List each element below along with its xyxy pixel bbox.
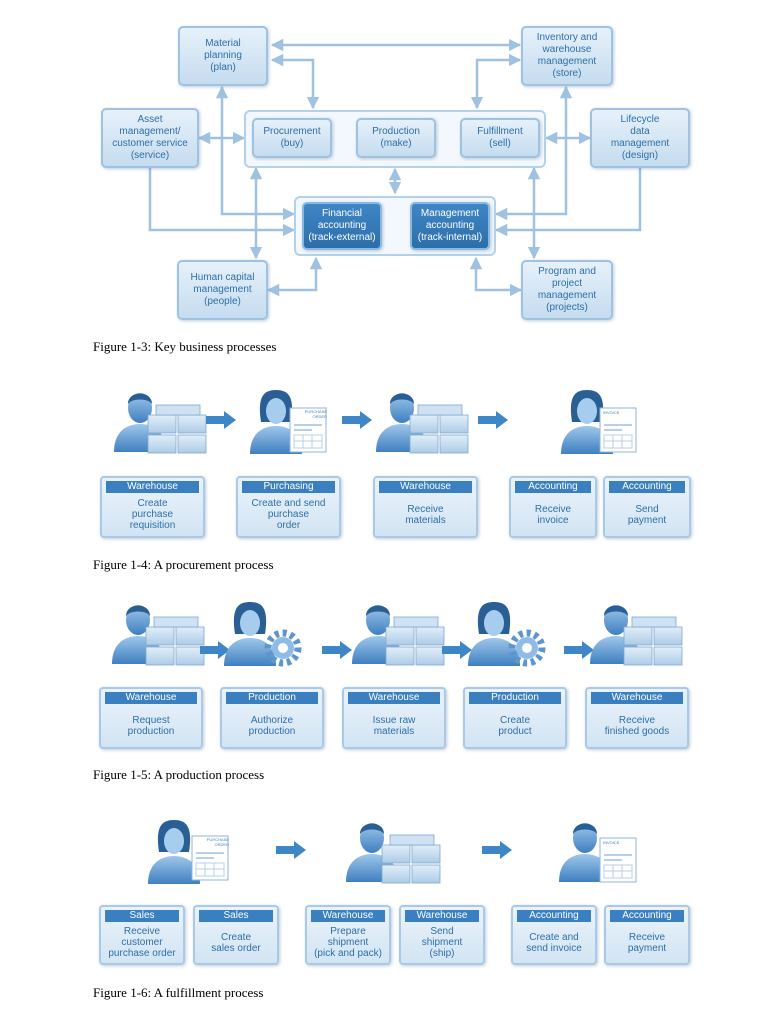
- invoice-doc-label: INVOICE: [603, 840, 620, 845]
- invoice-doc-label: INVOICE: [603, 410, 620, 415]
- process-step-card: Purchasing Create and send purchase orde…: [236, 476, 341, 538]
- step-task: Issue raw materials: [372, 714, 416, 737]
- procurement-box: Procurement (buy): [252, 118, 332, 158]
- fig4-icons: [114, 390, 637, 454]
- step-role: Warehouse: [311, 910, 385, 922]
- flow-arrow-icon: [482, 841, 512, 859]
- program-management-box: Program and project management (projects…: [521, 260, 613, 320]
- flow-arrow-icon: [442, 641, 472, 659]
- process-step-card: Sales Create sales order: [193, 905, 279, 965]
- process-step-card: Accounting Send payment: [603, 476, 691, 538]
- step-role: Production: [226, 692, 318, 704]
- figure-caption: Figure 1-6: A fulfillment process: [93, 985, 264, 1000]
- gear-icon: [512, 633, 542, 663]
- step-task: Create purchase requisition: [129, 498, 176, 531]
- boxes-icon: [381, 834, 441, 884]
- step-role: Warehouse: [591, 692, 683, 704]
- fulfillment-box: Fulfillment (sell): [460, 118, 540, 158]
- step-task: Receive customer purchase order: [108, 926, 176, 959]
- gear-icon: [268, 633, 298, 663]
- boxes-icon: [385, 616, 445, 666]
- process-step-card: Warehouse Send shipment (ship): [399, 905, 485, 965]
- step-role: Production: [469, 692, 561, 704]
- figure-caption: Figure 1-3: Key business processes: [93, 339, 277, 354]
- step-role: Warehouse: [348, 692, 440, 704]
- process-step-card: Accounting Create and send invoice: [511, 905, 597, 965]
- step-role: Sales: [199, 910, 273, 922]
- boxes-icon: [409, 404, 469, 454]
- step-role: Accounting: [515, 481, 591, 493]
- step-role: Accounting: [610, 910, 684, 922]
- production-box: Production (make): [356, 118, 436, 158]
- process-step-card: Production Authorize production: [220, 687, 324, 749]
- process-step-card: Accounting Receive invoice: [509, 476, 597, 538]
- process-step-card: Warehouse Prepare shipment (pick and pac…: [305, 905, 391, 965]
- process-step-card: Warehouse Create purchase requisition: [100, 476, 205, 538]
- fig6-icons: [148, 820, 637, 884]
- step-task: Receive invoice: [534, 503, 572, 526]
- boxes-icon: [147, 404, 207, 454]
- step-role: Warehouse: [405, 910, 479, 922]
- step-task: Create sales order: [211, 931, 261, 954]
- management-accounting-box: Management accounting (track-internal): [410, 202, 490, 250]
- purchase-order-doc-label: PURCHASE ORDER: [304, 409, 327, 419]
- step-task: Send payment: [627, 503, 667, 526]
- process-step-card: Accounting Receive payment: [604, 905, 690, 965]
- flow-arrow-icon: [206, 411, 236, 429]
- step-task: Authorize production: [248, 714, 296, 737]
- step-task: Receive payment: [627, 931, 667, 954]
- lifecycle-data-box: Lifecycle data management (design): [590, 108, 690, 168]
- step-role: Accounting: [609, 481, 685, 493]
- human-capital-box: Human capital management (people): [177, 260, 268, 320]
- process-step-card: Warehouse Receive finished goods: [585, 687, 689, 749]
- flow-arrow-icon: [564, 641, 594, 659]
- step-task: Prepare shipment (pick and pack): [314, 926, 382, 959]
- step-task: Send shipment (ship): [421, 926, 463, 959]
- asset-management-box: Asset management/ customer service (serv…: [101, 108, 199, 168]
- step-role: Warehouse: [379, 481, 472, 493]
- flow-arrow-icon: [322, 641, 352, 659]
- process-step-card: Warehouse Request production: [99, 687, 203, 749]
- financial-accounting-box: Financial accounting (track-external): [302, 202, 382, 250]
- boxes-icon: [145, 616, 205, 666]
- boxes-icon: [623, 616, 683, 666]
- step-task: Create and send purchase order: [251, 498, 326, 531]
- inventory-management-box: Inventory and warehouse management (stor…: [521, 26, 613, 86]
- process-step-card: Sales Receive customer purchase order: [99, 905, 185, 965]
- process-step-card: Warehouse Receive materials: [373, 476, 478, 538]
- figure-caption: Figure 1-4: A procurement process: [93, 557, 274, 572]
- flow-arrow-icon: [478, 411, 508, 429]
- step-task: Request production: [127, 714, 175, 737]
- process-step-card: Production Create product: [463, 687, 567, 749]
- flow-arrow-icon: [342, 411, 372, 429]
- flow-arrow-icon: [276, 841, 306, 859]
- step-task: Create product: [498, 714, 532, 737]
- step-task: Receive materials: [405, 503, 446, 526]
- step-role: Purchasing: [242, 481, 335, 493]
- purchase-order-doc-label: PURCHASE ORDER: [206, 837, 229, 847]
- figure-caption: Figure 1-5: A production process: [93, 767, 265, 782]
- process-step-card: Warehouse Issue raw materials: [342, 687, 446, 749]
- step-role: Accounting: [517, 910, 591, 922]
- step-role: Warehouse: [105, 692, 197, 704]
- step-role: Sales: [105, 910, 179, 922]
- step-task: Create and send invoice: [526, 931, 582, 954]
- fig5-icons: [112, 602, 683, 666]
- step-role: Warehouse: [106, 481, 199, 493]
- step-task: Receive finished goods: [604, 714, 670, 737]
- material-planning-box: Material planning (plan): [178, 26, 268, 86]
